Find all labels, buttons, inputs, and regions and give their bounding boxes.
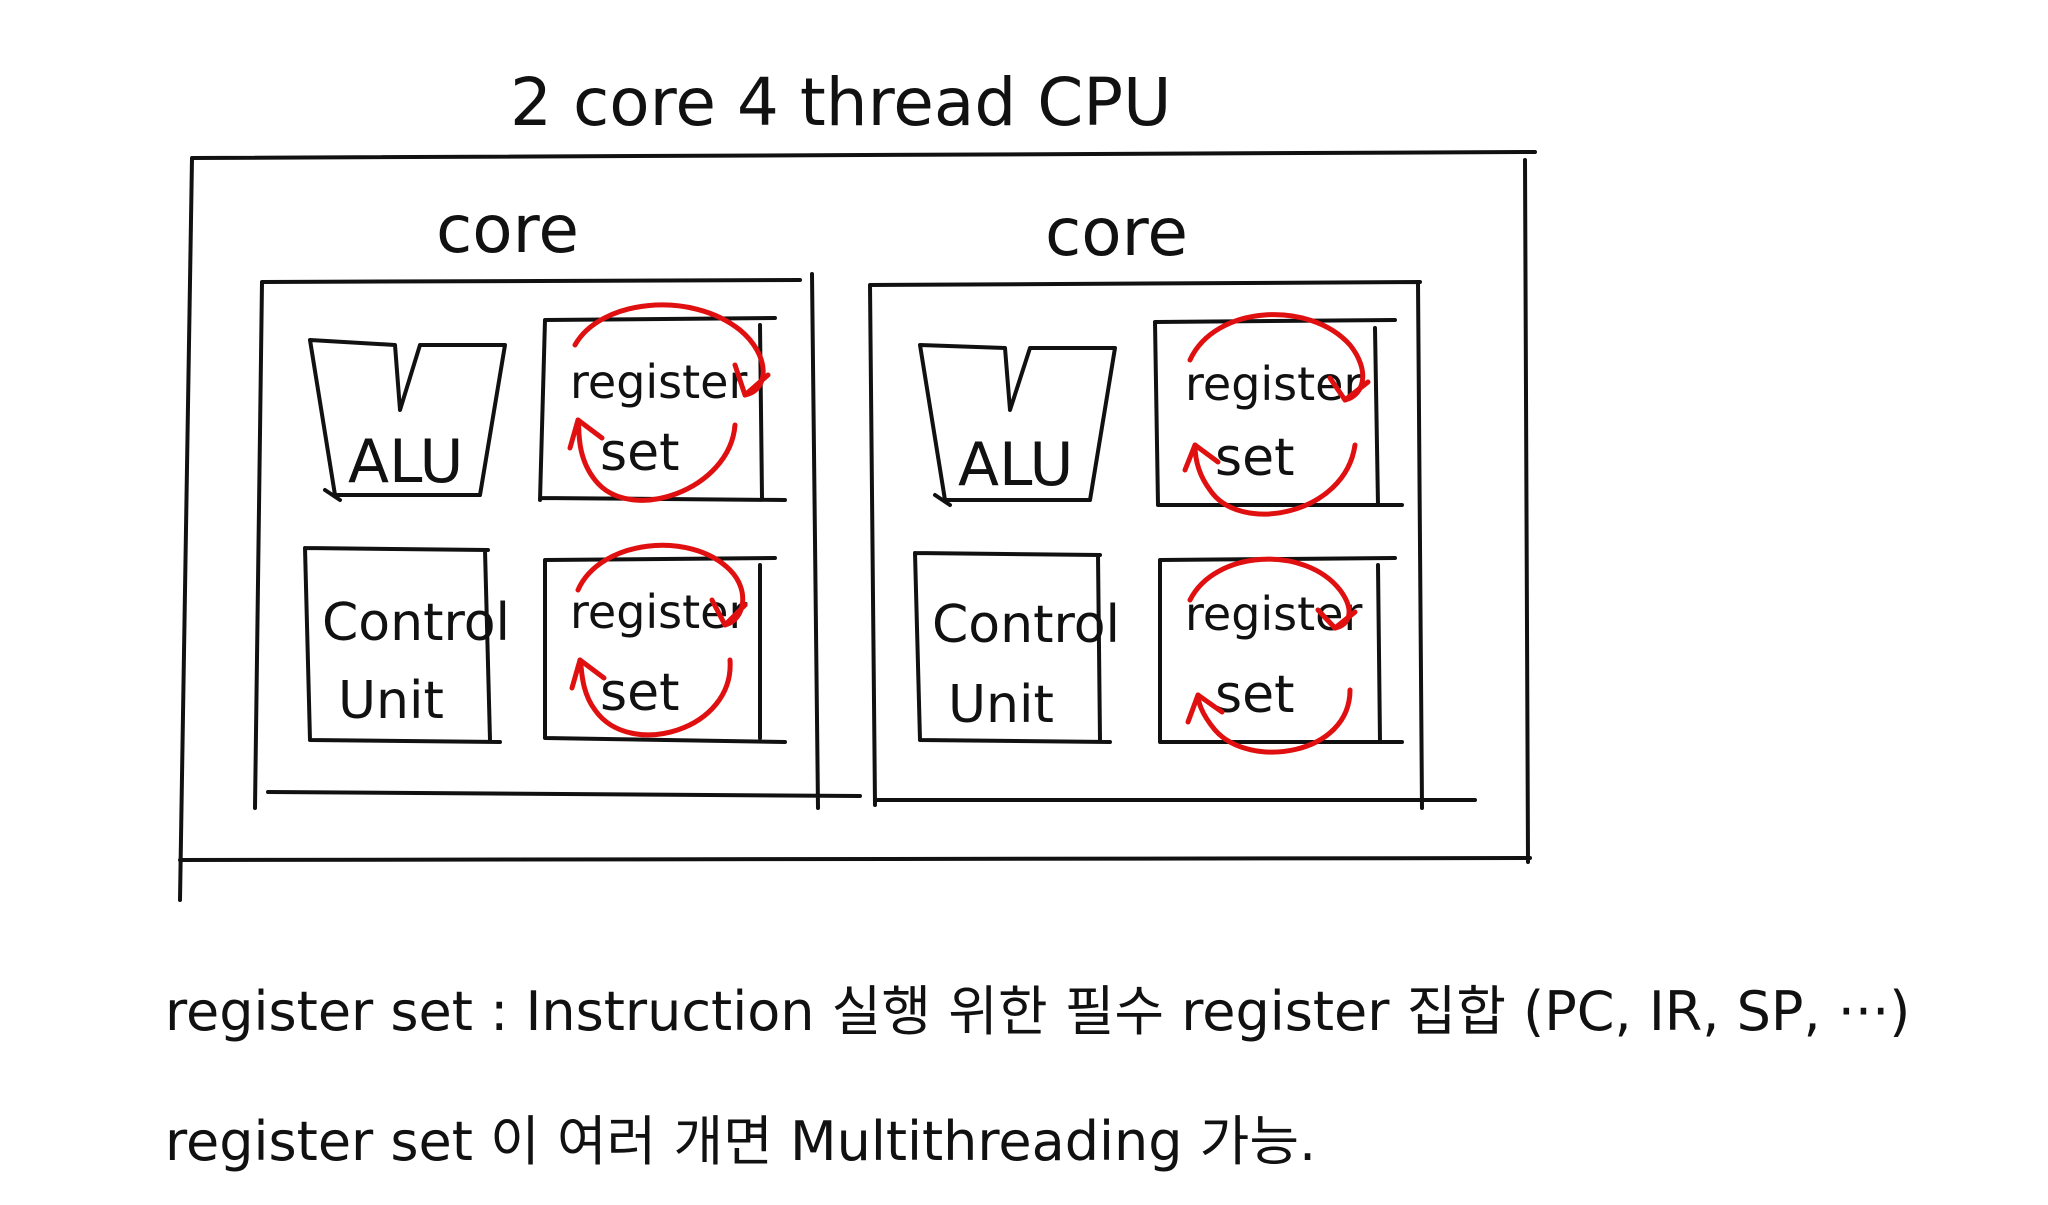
core-1-control-unit-line-2: Unit	[338, 671, 444, 731]
core-2-register-set-top-box	[1153, 318, 1404, 507]
core-1-register-set-top: register set	[570, 355, 747, 483]
core-1-register-set-top-arrowhead-1	[732, 362, 771, 398]
core-2-box	[868, 280, 1477, 810]
core-1-alu-label: ALU	[348, 427, 463, 497]
core-1-register-set-top-box	[538, 316, 787, 502]
core-2-control-unit-box	[913, 551, 1112, 744]
core-1-control-unit-line-1: Control	[322, 593, 510, 653]
core-1-register-set-top-line-2: set	[600, 423, 679, 483]
core-1-register-set-top-arrowhead-2	[567, 417, 605, 451]
core-2-register-set-top-arrowhead-2	[1182, 442, 1221, 473]
core-2-control-unit-line-1: Control	[932, 595, 1120, 655]
core-1-control-unit: Control Unit	[322, 593, 510, 731]
core-2-register-set-top-line-2: set	[1215, 428, 1294, 488]
core-1-register-set-top-line-1: register	[570, 355, 747, 409]
core-2-register-set-bottom-line-2: set	[1215, 665, 1294, 725]
core-1-register-set-bottom-line-2: set	[600, 663, 679, 723]
core-1-box	[253, 272, 862, 810]
core-2-control-unit: Control Unit	[932, 595, 1120, 735]
core-2-label: core	[1045, 194, 1188, 271]
core-1-control-unit-box	[303, 546, 502, 744]
diagram-title: 2 core 4 thread CPU	[510, 64, 1171, 141]
core-2-alu-shape	[918, 343, 1117, 507]
note-multithreading: register set 이 여러 개면 Multithreading 가능.	[165, 1110, 1316, 1173]
core-1-alu-shape	[308, 338, 507, 502]
core-2-register-set-top-arrowhead-1	[1327, 375, 1371, 403]
core-1-register-set-bottom-box	[543, 556, 787, 744]
core-1-register-set-bottom-arrowhead-2	[569, 657, 607, 691]
note-register-set-definition: register set : Instruction 실행 위한 필수 regi…	[165, 980, 1910, 1043]
core-2-alu-label: ALU	[958, 430, 1073, 500]
cpu-box	[178, 150, 1537, 902]
core-1-register-set-bottom: register set	[570, 585, 747, 723]
core-1-register-set-bottom-arrowhead-1	[709, 597, 748, 628]
core-2-register-set-bottom-arrowhead-1	[1315, 607, 1358, 631]
core-2-register-set-bottom: register set	[1185, 587, 1362, 725]
core-2-register-set-bottom-line-1: register	[1185, 587, 1362, 641]
core-2-register-set-top: register set	[1185, 357, 1362, 488]
core-2-register-set-bottom-arrowhead-2	[1185, 692, 1225, 725]
core-1-label: core	[436, 191, 579, 268]
core-2-control-unit-line-2: Unit	[948, 675, 1054, 735]
